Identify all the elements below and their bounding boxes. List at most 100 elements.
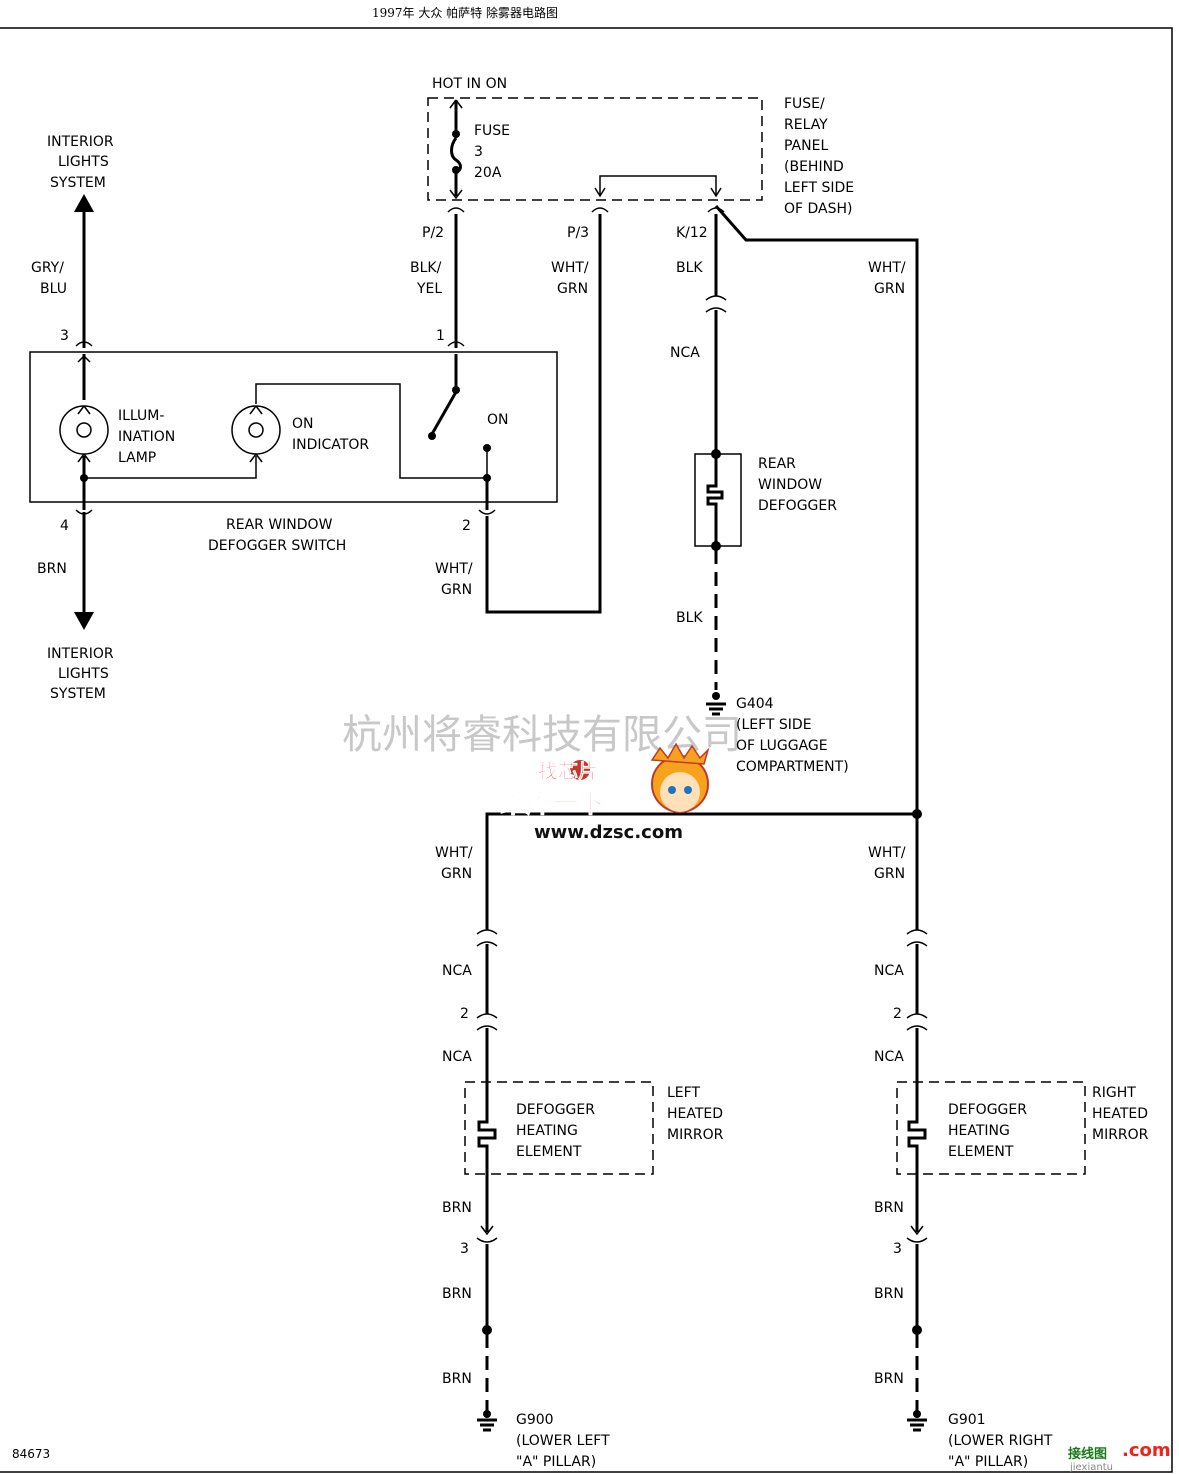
pin-k12: K/12 [676,225,708,241]
svg-text:HEATING: HEATING [516,1123,578,1139]
svg-text:(LEFT SIDE: (LEFT SIDE [736,717,812,733]
wire-wht-grn-right [714,205,919,814]
defogger-switch-box [29,351,558,503]
svg-text:MIRROR: MIRROR [1092,1127,1149,1143]
wire-label-wht-grn-rm-1: WHT/ [868,845,906,861]
connector-p3 [591,207,609,213]
svg-text:COMPARTMENT): COMPARTMENT) [736,759,849,775]
pin-sw1: 1 [436,328,445,344]
wire-label-nca-l2: NCA [442,1049,472,1065]
wire-label-blk-yel-2: YEL [416,281,442,297]
connector-rm-3 [906,1225,928,1243]
svg-text:OF LUGGAGE: OF LUGGAGE [736,738,828,754]
switch-connector-1 [447,341,465,347]
svg-text:DEFOGGER: DEFOGGER [948,1102,1027,1118]
connector-p2 [447,207,465,213]
switch-connector-3 [75,341,93,347]
svg-text:LEFT: LEFT [667,1085,700,1101]
right-mirror-name-label: RIGHT HEATED MIRROR [1092,1085,1149,1143]
fuse-3: FUSE 3 20A [449,99,510,200]
wire-label-brn-sw: BRN [37,561,67,577]
defogger-switch-label: REAR WINDOW DEFOGGER SWITCH [208,517,346,554]
ground-g901-symbol [907,1410,927,1432]
switch-connector-2 [478,509,496,515]
hot-in-on-label: HOT IN ON [432,76,507,92]
left-mirror-element-label: DEFOGGER HEATING ELEMENT [516,1102,595,1160]
pin-rm2: 2 [893,1006,902,1022]
svg-text:找芯片: 找芯片 [538,759,598,783]
svg-text:SYSTEM: SYSTEM [50,686,106,702]
wire-label-nca-r2: NCA [874,1049,904,1065]
pin-p2: P/2 [422,225,444,241]
wire-label-wht-grn-p3-2: GRN [557,281,588,297]
svg-text:接线图: 接线图 [1068,1446,1107,1462]
svg-text:ELEMENT: ELEMENT [516,1144,582,1160]
page-title: 1997年 大众 帕萨特 除雾器电路图 [372,6,558,20]
svg-text:INTERIOR: INTERIOR [47,134,114,150]
connector-lm-3 [476,1225,498,1243]
svg-text:维库一下: 维库一下 [500,788,604,819]
interior-lights-bottom-label: INTERIOR LIGHTS SYSTEM [47,646,114,702]
svg-text:www.dzsc.com: www.dzsc.com [534,822,683,843]
svg-text:"A" PILLAR): "A" PILLAR) [948,1454,1028,1470]
svg-text:OF DASH): OF DASH) [784,201,853,217]
svg-text:SYSTEM: SYSTEM [50,175,106,191]
rear-defogger-box [694,453,742,547]
ground-g900-symbol [477,1410,497,1432]
wire-label-blk-k12: BLK [676,260,703,276]
wire-label-wht-grn-sw-2: GRN [441,582,472,598]
rear-defogger-element [706,458,724,542]
corner-watermark: 接线图 .com jiexiantu [1068,1440,1171,1473]
svg-text:HEATING: HEATING [948,1123,1010,1139]
wire-label-blk-ground: BLK [676,610,703,626]
svg-text:LAMP: LAMP [118,450,156,466]
wire-label-blk-yel-1: BLK/ [410,260,442,276]
svg-text:.com: .com [1122,1440,1171,1461]
wire-wht-grn-p3 [485,214,602,614]
ground-g404-symbol [706,692,726,716]
svg-text:RELAY: RELAY [784,117,828,133]
connector-rm-1 [906,929,928,947]
svg-text:"A" PILLAR): "A" PILLAR) [516,1454,596,1470]
wire-label-wht-grn-right-1: WHT/ [868,260,906,276]
svg-text:WINDOW: WINDOW [758,477,822,493]
svg-text:DEFOGGER: DEFOGGER [758,498,837,514]
wire-label-brn-l3: BRN [442,1371,472,1387]
connector-lm-2 [476,1013,498,1031]
wire-label-wht-grn-rm-2: GRN [874,866,905,882]
switch-on-label: ON [487,412,509,428]
svg-text:G901: G901 [948,1412,986,1428]
switch-contact [428,354,491,510]
svg-text:G900: G900 [516,1412,554,1428]
on-indicator-lamp [84,383,487,479]
svg-text:INTERIOR: INTERIOR [47,646,114,662]
svg-text:LIGHTS: LIGHTS [58,666,109,682]
svg-text:DEFOGGER SWITCH: DEFOGGER SWITCH [208,538,346,554]
svg-text:(BEHIND: (BEHIND [784,159,844,175]
left-mirror-element [477,1110,497,1176]
wire-label-nca-l1: NCA [442,963,472,979]
connector-lm-1 [476,929,498,947]
pin-lm2: 2 [460,1006,469,1022]
dzsc-logo: 找芯片 维库一下 www.dzsc.com [500,742,710,843]
svg-text:DEFOGGER: DEFOGGER [516,1102,595,1118]
pin-p3: P/3 [567,225,589,241]
fuse-number: 3 [474,144,483,160]
fuse-label: FUSE [474,123,510,139]
on-indicator-label: ON INDICATOR [292,416,369,453]
wire-label-wht-grn-lm-2: GRN [441,866,472,882]
rear-defogger-label: REAR WINDOW DEFOGGER [758,456,837,514]
svg-text:ON: ON [292,416,314,432]
wire-label-wht-grn-sw-1: WHT/ [435,561,473,577]
interior-lights-top-label: INTERIOR LIGHTS SYSTEM [47,134,114,191]
right-mirror-element-label: DEFOGGER HEATING ELEMENT [948,1102,1027,1160]
svg-text:INDICATOR: INDICATOR [292,437,369,453]
svg-text:jiexiantu: jiexiantu [1069,1462,1113,1473]
svg-text:MIRROR: MIRROR [667,1127,724,1143]
illumination-lamp-label: ILLUM- INATION LAMP [118,408,175,466]
pin-sw2: 2 [462,518,471,534]
wire-label-brn-l2: BRN [442,1286,472,1302]
svg-text:HEATED: HEATED [1092,1106,1148,1122]
wire-label-brn-r2: BRN [874,1286,904,1302]
svg-text:LIGHTS: LIGHTS [58,154,109,170]
